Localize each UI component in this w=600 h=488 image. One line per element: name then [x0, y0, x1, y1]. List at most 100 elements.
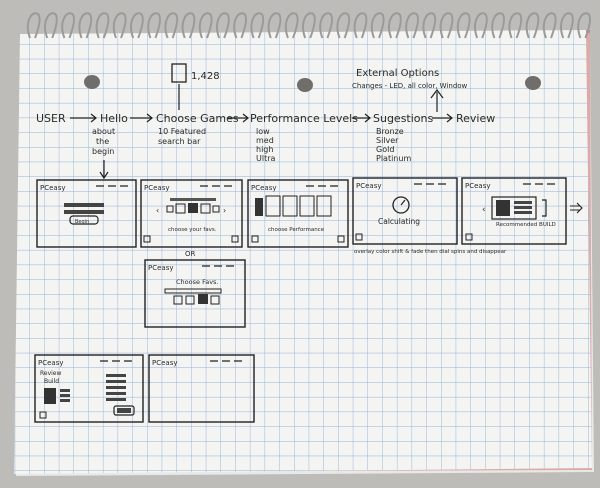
spiral-coil	[336, 12, 351, 39]
spiral-coil	[95, 12, 110, 39]
wireframe-performance: PCeasy choose Performance	[247, 179, 349, 248]
frame-brand: PCeasy	[144, 184, 170, 192]
spiral-coil	[525, 12, 540, 39]
spiral-coil	[61, 12, 76, 39]
spiral-coil	[302, 12, 316, 39]
flow-step-review: Review	[456, 112, 495, 125]
hello-note: begin	[92, 147, 114, 156]
spiral-coil	[542, 12, 557, 39]
arrow-icon	[228, 113, 249, 123]
page-icon	[171, 63, 187, 83]
spiral-coil	[319, 12, 334, 39]
spiral-coil	[233, 12, 248, 39]
up-arrow-icon	[430, 89, 444, 112]
flow-step-hello: Hello	[100, 112, 128, 125]
spiral-binding	[26, 12, 592, 39]
dial-icon	[392, 196, 410, 214]
review-title: Review	[40, 370, 62, 377]
performance-note: low	[256, 127, 270, 136]
frame-brand: PCeasy	[148, 264, 174, 272]
spiral-coil	[439, 12, 454, 39]
spiral-coil	[456, 12, 471, 39]
spiral-coil	[560, 12, 574, 39]
wireframe-calculating: PCeasy Calculating overlay color shift &…	[352, 177, 507, 255]
user-flow: USER Hello Choose Games Performance Leve…	[36, 112, 495, 180]
flow-step-suggestions: Sugestions	[373, 112, 434, 125]
flow-step-user: USER	[36, 112, 66, 125]
hello-note: the	[96, 137, 109, 146]
spiral-coil	[474, 12, 488, 39]
spiral-coil	[44, 12, 58, 39]
frame-brand: PCeasy	[251, 184, 277, 192]
spiral-coil	[577, 12, 592, 39]
wireframe-hello: PCeasy Begin	[36, 179, 137, 248]
spiral-coil	[267, 12, 282, 39]
external-options-title: External Options	[356, 68, 439, 79]
frame-brand: PCeasy	[356, 182, 382, 190]
frame-brand: PCeasy	[40, 184, 66, 192]
external-options-detail: Changes - LED, all color, Window	[352, 82, 468, 90]
spiral-coil	[388, 12, 402, 39]
next-arrow-icon	[570, 202, 583, 214]
suggestion-note: Bronze	[376, 127, 404, 136]
arrow-icon	[432, 113, 453, 123]
recommended-caption: Recommended BUILD	[496, 222, 556, 228]
header-notes: 1,428 External Options Changes - LED, al…	[171, 63, 468, 112]
wireframe-recommended: PCeasy ‹ Recommended BUILD	[461, 177, 583, 245]
or-label: OR	[185, 250, 196, 258]
choose-games-caption: choose your favs.	[168, 227, 217, 233]
down-arrow-icon	[99, 160, 109, 180]
spiral-coil	[181, 12, 196, 39]
frame-brand: PCeasy	[152, 359, 178, 367]
frame-brand: PCeasy	[38, 359, 64, 367]
spiral-coil	[405, 12, 420, 39]
arrow-icon	[130, 113, 153, 123]
performance-note: high	[256, 145, 273, 154]
calculating-note: overlay color shift & fade then dial spi…	[354, 249, 507, 255]
spiral-coil	[130, 12, 144, 39]
svg-text:‹: ‹	[482, 205, 486, 215]
spiral-coil	[147, 12, 162, 39]
choose-performance-caption: choose Performance	[268, 227, 325, 233]
spiral-coil	[284, 12, 299, 39]
spiral-coil	[26, 12, 41, 39]
spiral-coil	[422, 12, 437, 39]
page-count: 1,428	[191, 71, 220, 82]
begin-label: Begin	[75, 219, 89, 225]
wireframe-blank: PCeasy	[148, 354, 255, 423]
suggestion-note: Silver	[376, 136, 399, 145]
flow-step-games: Choose Games	[156, 112, 239, 125]
calculating-caption: Calculating	[378, 217, 420, 226]
suggestion-note: Platinum	[376, 154, 411, 163]
games-note: search bar	[158, 137, 201, 146]
arrow-icon	[70, 113, 97, 123]
spiral-coil	[250, 12, 265, 39]
spiral-coil	[164, 12, 179, 39]
spiral-coil	[491, 12, 506, 39]
spiral-coil	[78, 12, 93, 39]
svg-text:‹: ‹	[156, 206, 159, 215]
games-note: 10 Featured	[158, 127, 206, 136]
performance-note: med	[256, 136, 274, 145]
flow-step-performance: Performance Levels	[250, 112, 358, 125]
spiral-coil	[112, 12, 127, 39]
arrow-icon	[352, 113, 371, 123]
review-subtitle: Build	[44, 378, 59, 385]
frame-brand: PCeasy	[465, 182, 491, 190]
punch-holes	[84, 75, 541, 92]
wireframe-choose-games: PCeasy ‹ › choose your favs.	[140, 179, 243, 248]
spiral-coil	[198, 12, 213, 39]
spiral-coil	[216, 12, 230, 39]
performance-note: Ultra	[256, 154, 276, 163]
hello-note: about	[92, 127, 115, 136]
spiral-coil	[370, 12, 385, 39]
begin-button	[69, 215, 99, 225]
svg-text:›: ›	[223, 206, 226, 215]
spiral-coil	[508, 12, 523, 39]
choose-favs-caption: Choose Favs.	[176, 278, 219, 286]
grid-paper	[14, 30, 592, 474]
wireframe-choose-favs: OR PCeasy Choose Favs.	[144, 250, 246, 328]
spiral-coil	[353, 12, 368, 39]
suggestion-note: Gold	[376, 145, 394, 154]
